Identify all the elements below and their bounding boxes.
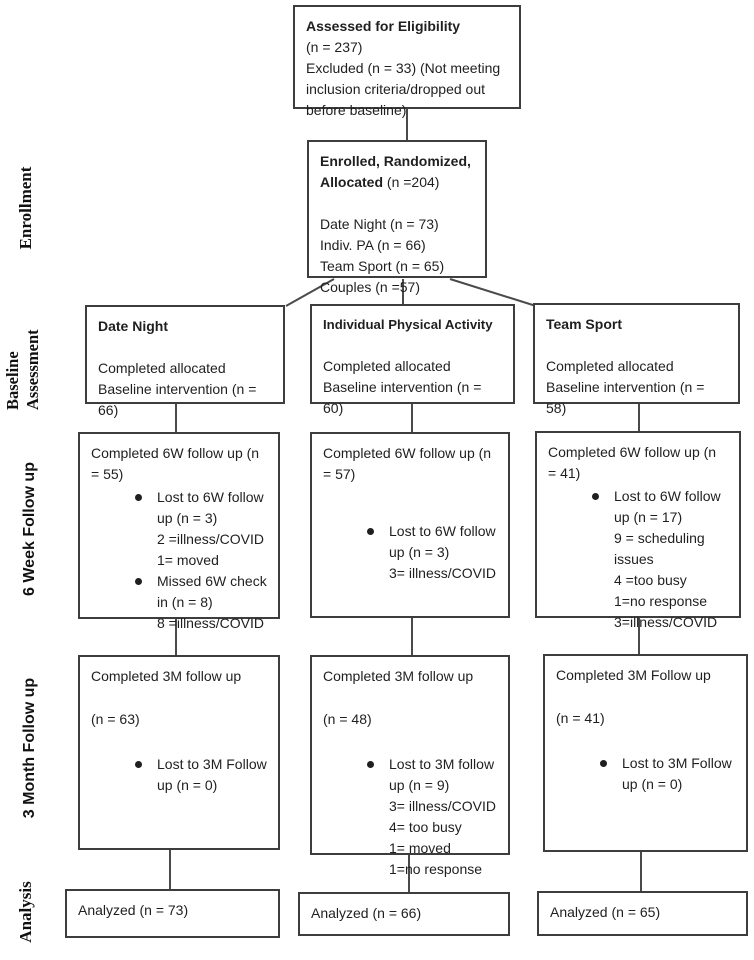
box-text: Completed 6W follow up (n = 55) <box>91 445 260 482</box>
bullet-list: Lost to 6W follow up (n = 3)2 =illness/C… <box>91 487 267 634</box>
allocation-item: Indiv. PA (n = 66) <box>320 237 426 253</box>
box-n-value: (n = 48) <box>323 711 372 727</box>
bullet-icon <box>135 754 157 768</box>
stage-label-3-month-follow-up: 3 Month Follow up <box>21 677 38 819</box>
bullet-icon <box>592 486 614 500</box>
box-assessed-for-eligibility: Assessed for Eligibility (n = 237)Exclud… <box>293 5 521 118</box>
box-6w-team-sport: Completed 6W follow up (n = 41) Lost to … <box>535 431 741 630</box>
box-text: Completed allocated Baseline interventio… <box>98 360 257 418</box>
box-text: Completed 6W follow up (n = 57) <box>323 445 492 482</box>
box-text: Analyzed (n = 73) <box>78 902 189 918</box>
box-n-value: (n = 63) <box>91 711 140 727</box>
box-text: (n = 237)Excluded (n = 33) (Not meeting … <box>306 39 501 118</box>
bullet-list: Lost to 6W follow up (n = 17)9 = schedul… <box>548 486 728 633</box>
box-text: Analyzed (n = 66) <box>311 905 422 921</box>
box-3m-team-sport: Completed 3M Follow up (n = 41) Lost to … <box>543 654 748 852</box>
stage-label-6-week-follow-up: 6 Week Follow up <box>21 462 38 596</box>
box-baseline-date-night: Date Night Completed allocated Baseline … <box>85 305 285 418</box>
bullet-icon <box>600 753 622 767</box>
box-enrolled-randomized-allocated: Enrolled, Randomized, Allocated (n =204)… <box>307 140 487 295</box>
bullet-list: Lost to 6W follow up (n = 3)3= illness/C… <box>323 521 497 584</box>
stage-label-baseline-assessment: Baseline Assessment <box>3 329 42 410</box>
bullet-item: Lost to 3M Follow up (n = 0) <box>556 753 735 795</box>
box-title: Date Night <box>98 318 168 334</box>
box-analyzed-team-sport: Analyzed (n = 65) <box>537 891 748 936</box>
bullet-item: Lost to 6W follow up (n = 3)3= illness/C… <box>323 521 497 584</box>
bullet-list: Lost to 3M follow up (n = 9)3= illness/C… <box>323 754 497 880</box>
bullet-list: Lost to 3M Follow up (n = 0) <box>91 754 267 796</box>
box-text: Completed allocated Baseline interventio… <box>546 358 705 416</box>
box-text: Completed 3M Follow up <box>556 667 711 683</box>
box-analyzed-individual-pa: Analyzed (n = 66) <box>298 892 510 936</box>
box-analyzed-date-night: Analyzed (n = 73) <box>65 889 280 938</box>
box-baseline-individual-pa: Individual Physical Activity Completed a… <box>310 304 515 416</box>
allocation-list: Date Night (n = 73) Indiv. PA (n = 66) Tea… <box>320 214 474 298</box>
box-title: Enrolled, Randomized, Allocated (n =204) <box>320 153 471 190</box>
box-title: Individual Physical Activity <box>323 317 493 332</box>
bullet-icon <box>367 754 389 768</box>
box-text: Completed 3M follow up <box>323 668 474 684</box>
box-3m-date-night: Completed 3M follow up (n = 63) Lost to … <box>78 655 280 850</box>
allocation-item: Date Night (n = 73) <box>320 216 439 232</box>
box-6w-date-night: Completed 6W follow up (n = 55) Lost to … <box>78 432 280 631</box>
bullet-icon <box>367 521 389 535</box>
stage-label-enrollment: Enrollment <box>16 166 35 250</box>
stage-label-analysis: Analysis <box>16 881 35 943</box>
bullet-item: Lost to 3M follow up (n = 9)3= illness/C… <box>323 754 497 880</box>
box-title: Team Sport <box>546 316 622 332</box>
bullet-item: Missed 6W check in (n = 8)8 =illness/COV… <box>91 571 267 634</box>
bullet-icon <box>135 571 157 585</box>
bullet-item: Lost to 3M Follow up (n = 0) <box>91 754 267 796</box>
box-text: Completed allocated Baseline interventio… <box>323 357 482 416</box>
box-title: Assessed for Eligibility <box>306 18 461 34</box>
box-text: Completed 6W follow up (n = 41) <box>548 444 717 481</box>
bullet-icon <box>135 487 157 501</box>
box-3m-individual-pa: Completed 3M follow up (n = 48) Lost to … <box>310 655 510 877</box>
bullet-item: Lost to 6W follow up (n = 3)2 =illness/C… <box>91 487 267 571</box>
box-6w-individual-pa: Completed 6W follow up (n = 57) Lost to … <box>310 432 510 618</box>
box-text: Analyzed (n = 65) <box>550 904 661 920</box>
allocation-item: Couples (n =57) <box>320 279 421 295</box>
bullet-item: Lost to 6W follow up (n = 17)9 = schedul… <box>548 486 728 633</box>
box-baseline-team-sport: Team Sport Completed allocated Baseline … <box>533 303 740 416</box>
bullet-list: Lost to 3M Follow up (n = 0) <box>556 753 735 795</box>
allocation-item: Team Sport (n = 65) <box>320 258 445 274</box>
box-text: Completed 3M follow up <box>91 668 242 684</box>
box-n-value: (n = 41) <box>556 710 605 726</box>
